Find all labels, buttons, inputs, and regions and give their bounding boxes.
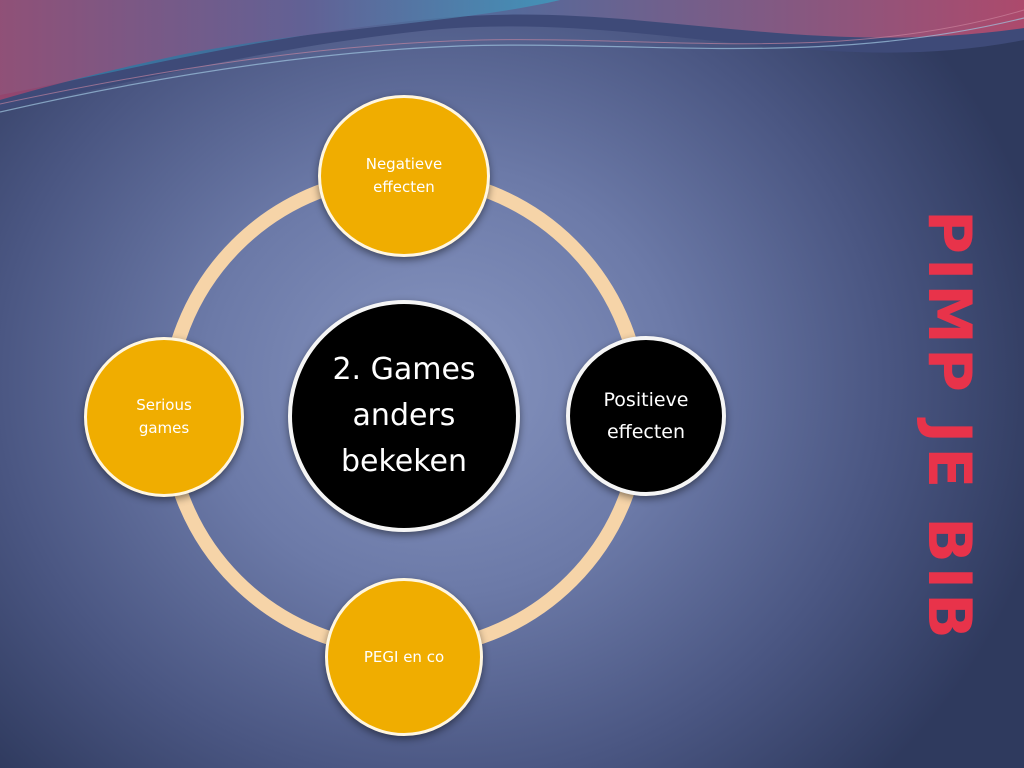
node-positieve-effecten-label: Positieve effecten bbox=[603, 389, 689, 443]
slide-title: PIMP JE BIB bbox=[890, 210, 1008, 643]
node-positieve-effecten: Positieve effecten bbox=[566, 336, 726, 496]
node-pegi-en-co-label: PEGI en co bbox=[363, 647, 445, 666]
node-serious-games: Serious games bbox=[84, 337, 244, 497]
node-negatieve-effecten: Negatieve effecten bbox=[318, 95, 490, 257]
decorative-wave-header bbox=[0, 0, 1024, 113]
slide-title-text: PIMP JE BIB bbox=[914, 209, 984, 643]
node-serious-games-label: Serious games bbox=[136, 396, 192, 437]
node-pegi-en-co: PEGI en co bbox=[325, 578, 483, 736]
center-node: 2. Games anders bekeken bbox=[288, 300, 520, 532]
center-node-label: 2. Games anders bekeken bbox=[332, 352, 476, 479]
node-negatieve-effecten-label: Negatieve effecten bbox=[365, 155, 443, 196]
